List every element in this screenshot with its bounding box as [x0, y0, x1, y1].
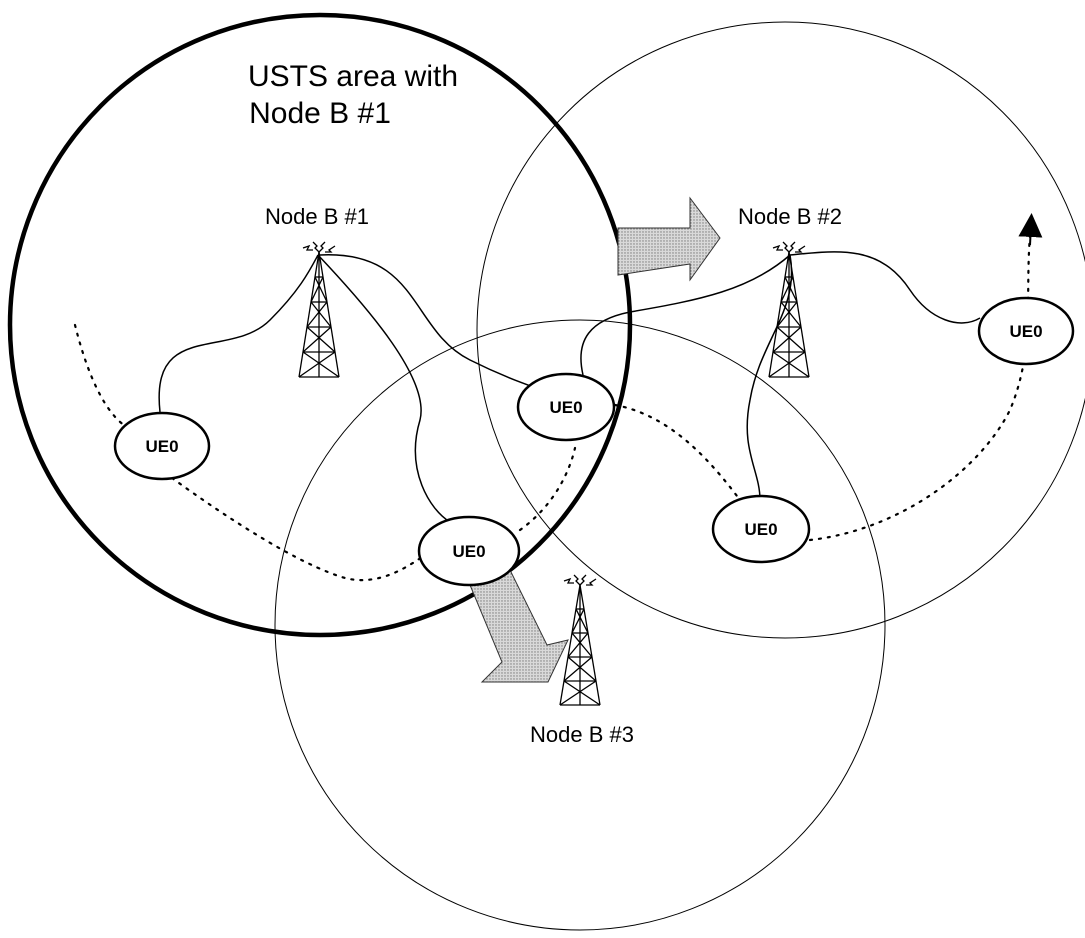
ue-node-c: UE0 [417, 515, 521, 587]
node-b-3-label: Node B #3 [530, 722, 634, 747]
ue-c-label: UE0 [452, 542, 485, 561]
ue-e-label: UE0 [1009, 322, 1042, 341]
ue-node-d: UE0 [711, 494, 811, 564]
ue-node-a: UE0 [113, 411, 211, 481]
tower-icon-node-b-3 [559, 574, 601, 706]
ue-a-label: UE0 [145, 437, 178, 456]
ue-node-b: UE0 [516, 372, 616, 442]
usts-area-circle-node-b-1 [7, 12, 633, 638]
area-title-line-1: USTS area with [248, 60, 458, 93]
ue-b-label: UE0 [549, 398, 582, 417]
handover-arrow-to-node-b-3 [469, 569, 569, 683]
link-ue-b-node-b-2 [580, 254, 791, 376]
coverage-circle-node-b-3 [274, 319, 886, 931]
coverage-circle-node-b-2 [476, 21, 1085, 639]
handover-arrow-to-node-b-2 [617, 196, 721, 282]
link-ue-a-node-b-1 [158, 254, 319, 413]
ue-d-label: UE0 [744, 520, 777, 539]
link-ue-d-node-b-2 [746, 254, 793, 501]
link-ue-e-node-b-2 [789, 251, 981, 324]
link-ue-b-node-b-1 [319, 254, 536, 389]
tower-icon-node-b-1 [298, 241, 340, 378]
node-b-1-label: Node B #1 [265, 204, 369, 229]
tower-icon-node-b-2 [768, 241, 810, 378]
ue-path-arrowhead [1018, 213, 1043, 246]
node-b-2-label: Node B #2 [738, 204, 842, 229]
ue-node-e: UE0 [977, 296, 1075, 366]
link-ue-c-node-b-1 [317, 254, 451, 523]
area-title-line-2: Node B #1 [249, 97, 391, 130]
